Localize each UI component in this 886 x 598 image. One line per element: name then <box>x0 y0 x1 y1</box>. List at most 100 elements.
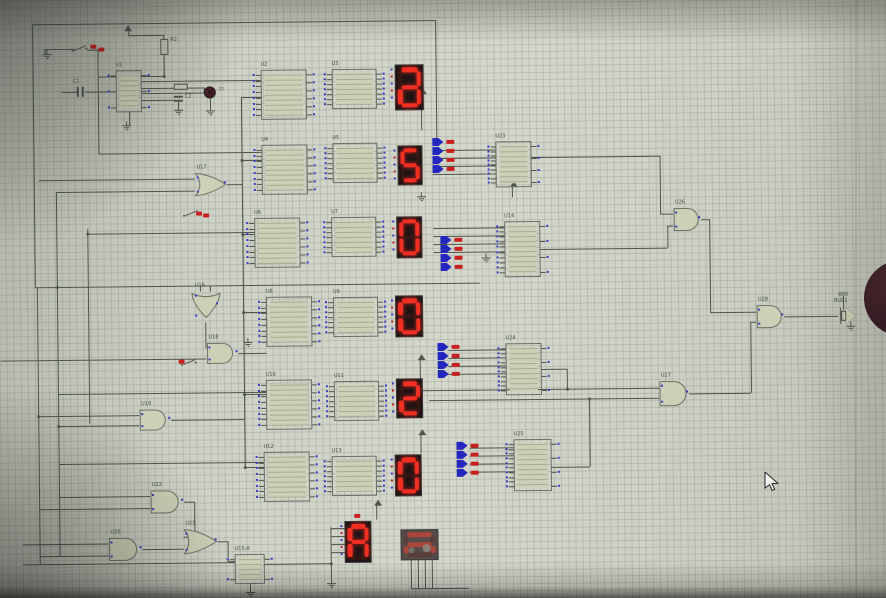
wire[interactable] <box>32 20 436 26</box>
wire[interactable] <box>61 91 77 93</box>
ic-comparator[interactable] <box>495 141 532 188</box>
wire[interactable] <box>330 536 345 538</box>
logic-state-wedge[interactable] <box>432 147 443 155</box>
resistor[interactable] <box>160 38 169 55</box>
wire[interactable] <box>689 392 752 395</box>
wire[interactable] <box>448 349 506 351</box>
wire[interactable] <box>142 548 184 551</box>
wire[interactable] <box>432 165 496 168</box>
ic-counter[interactable] <box>260 69 308 120</box>
wire[interactable] <box>227 561 235 563</box>
ic-comparator[interactable] <box>513 438 553 492</box>
resistor[interactable] <box>173 83 188 90</box>
ic-comparator[interactable] <box>505 342 543 396</box>
wire[interactable] <box>128 34 164 37</box>
wire[interactable] <box>667 225 669 248</box>
wire[interactable] <box>750 321 752 393</box>
logic-state-wedge[interactable] <box>457 469 468 477</box>
ic-decoder[interactable] <box>331 455 378 497</box>
wire[interactable] <box>589 398 591 467</box>
logic-state-wedge[interactable] <box>457 460 468 468</box>
logic-state-wedge[interactable] <box>441 263 452 271</box>
wire[interactable] <box>39 555 109 558</box>
logic-state-wedge[interactable] <box>432 138 443 146</box>
gate-and[interactable] <box>659 380 689 407</box>
logic-state-wedge[interactable] <box>438 352 449 360</box>
seven-seg-display[interactable] <box>344 520 372 564</box>
ic-counter[interactable] <box>265 296 313 347</box>
wire[interactable] <box>435 20 438 143</box>
seven-seg-display[interactable] <box>394 64 425 111</box>
wire[interactable] <box>98 151 262 155</box>
wire[interactable] <box>511 187 513 198</box>
wire[interactable] <box>34 282 480 289</box>
wire[interactable] <box>22 543 109 546</box>
ic-counter[interactable] <box>265 379 313 430</box>
wire[interactable] <box>97 49 99 77</box>
wire[interactable] <box>541 368 567 370</box>
wire[interactable] <box>432 173 496 176</box>
wire[interactable] <box>0 358 207 362</box>
capacitor[interactable] <box>173 95 183 98</box>
wire[interactable] <box>97 76 116 78</box>
gate-or[interactable] <box>183 528 218 555</box>
ic-decoder[interactable] <box>333 380 380 422</box>
gate-or[interactable] <box>194 172 227 197</box>
gate-and[interactable] <box>139 409 171 431</box>
wire[interactable] <box>36 287 41 565</box>
logic-state-wedge[interactable] <box>437 343 448 351</box>
logic-state-wedge[interactable] <box>456 442 467 450</box>
wire[interactable] <box>141 79 261 83</box>
wire[interactable] <box>709 219 712 313</box>
wire[interactable] <box>701 219 710 221</box>
wire[interactable] <box>710 311 757 314</box>
gate-and[interactable] <box>206 342 238 364</box>
capacitor[interactable] <box>81 86 84 97</box>
ic-decoder[interactable] <box>332 296 379 338</box>
wire[interactable] <box>22 562 235 566</box>
logic-state-wedge[interactable] <box>441 254 452 262</box>
ic-comparator[interactable] <box>504 220 541 278</box>
gate-and[interactable] <box>673 207 701 232</box>
wire[interactable] <box>129 112 131 126</box>
ic-flipflop[interactable] <box>234 553 265 585</box>
ic-decoder[interactable] <box>331 216 377 258</box>
wire[interactable] <box>58 461 264 466</box>
wire[interactable] <box>32 24 36 288</box>
wire[interactable] <box>419 360 421 379</box>
wire[interactable] <box>540 247 668 250</box>
wire[interactable] <box>55 190 195 194</box>
ic-counter[interactable] <box>261 144 308 195</box>
wire[interactable] <box>59 496 151 499</box>
wire[interactable] <box>87 231 255 235</box>
wire[interactable] <box>531 155 660 159</box>
wire[interactable] <box>551 466 590 468</box>
capacitor[interactable] <box>76 86 79 97</box>
wire[interactable] <box>264 563 331 565</box>
wire[interactable] <box>659 155 662 214</box>
wire[interactable] <box>39 508 151 511</box>
logic-state-wedge[interactable] <box>438 370 449 378</box>
wire[interactable] <box>433 227 505 230</box>
wire[interactable] <box>58 425 140 428</box>
wire[interactable] <box>209 285 211 292</box>
seven-seg-display[interactable] <box>397 145 423 186</box>
wire[interactable] <box>163 54 165 76</box>
wire[interactable] <box>217 541 228 543</box>
wire[interactable] <box>187 87 204 89</box>
wire[interactable] <box>330 544 345 546</box>
wire[interactable] <box>38 178 195 182</box>
wire[interactable] <box>184 501 195 503</box>
ic-decoder[interactable] <box>332 142 378 184</box>
wire[interactable] <box>141 87 174 90</box>
gate-and[interactable] <box>756 304 784 329</box>
switch[interactable] <box>73 45 87 52</box>
seven-seg-display[interactable] <box>394 454 423 497</box>
gate-and[interactable] <box>150 490 184 514</box>
wire[interactable] <box>411 587 470 590</box>
wire[interactable] <box>141 99 174 102</box>
wire[interactable] <box>660 213 674 215</box>
seven-seg-display[interactable] <box>400 529 439 561</box>
seven-seg-display[interactable] <box>396 216 423 259</box>
wire[interactable] <box>429 397 660 402</box>
